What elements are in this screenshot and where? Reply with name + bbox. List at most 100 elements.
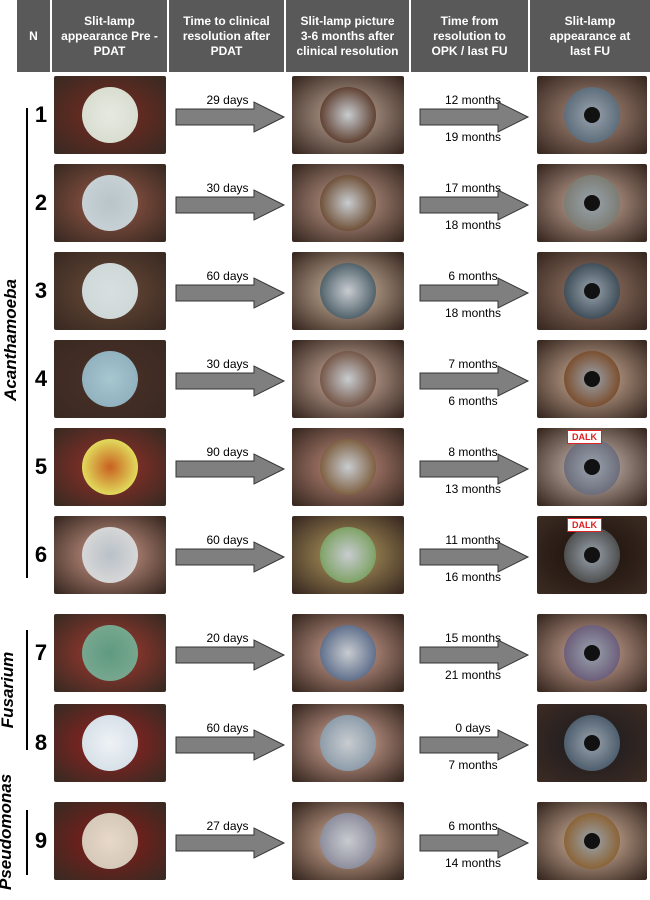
- case-number: 3: [34, 278, 48, 303]
- resolution-arrow: [175, 827, 286, 859]
- time-to-opk: 11 months: [445, 533, 501, 547]
- pupil-shape: [584, 833, 600, 849]
- eye-photo-post-resolution: [292, 704, 404, 782]
- days-to-resolution: 27 days: [206, 819, 249, 833]
- eye-photo-post-resolution: [292, 802, 404, 880]
- pupil-shape: [584, 645, 600, 661]
- pseudomonas-bracket: [26, 810, 28, 875]
- cornea-shape: [320, 263, 376, 319]
- days-to-resolution: 60 days: [206, 533, 249, 547]
- resolution-arrow: [175, 277, 286, 309]
- eye-photo-post-resolution: [292, 614, 404, 692]
- last-fu-time: 16 months: [444, 570, 502, 584]
- cornea-shape: [82, 439, 138, 495]
- eye-photo-last-fu: [537, 614, 647, 692]
- last-fu-time: 7 months: [448, 758, 498, 772]
- pupil-shape: [584, 735, 600, 751]
- eye-photo-last-fu: DALK: [537, 428, 647, 506]
- eye-photo-post-resolution: [292, 252, 404, 330]
- days-to-resolution: 29 days: [206, 93, 249, 107]
- cornea-shape: [320, 813, 376, 869]
- days-to-resolution: 20 days: [206, 631, 249, 645]
- resolution-arrow: [175, 453, 286, 485]
- eye-photo-pre-pdat: [54, 516, 166, 594]
- resolution-arrow: [175, 189, 286, 221]
- eye-photo-pre-pdat: [54, 428, 166, 506]
- opk-arrow: [419, 453, 530, 485]
- last-fu-time: 18 months: [444, 306, 502, 320]
- pupil-shape: [584, 283, 600, 299]
- header-pre-pdat: Slit-lamp appearance Pre - PDAT: [52, 0, 167, 72]
- eye-photo-pre-pdat: [54, 704, 166, 782]
- time-to-opk: 6 months: [448, 819, 498, 833]
- opk-arrow: [419, 541, 530, 573]
- cornea-shape: [82, 351, 138, 407]
- case-number: 1: [34, 102, 48, 127]
- eye-photo-last-fu: [537, 802, 647, 880]
- case-number: 6: [34, 542, 48, 567]
- header-time-to-opk: Time from resolution to OPK / last FU: [411, 0, 528, 72]
- dalk-badge: DALK: [567, 430, 602, 444]
- header-last-fu: Slit-lamp appearance at last FU: [530, 0, 650, 72]
- header-post-resolution: Slit-lamp picture 3-6 months after clini…: [286, 0, 409, 72]
- eye-photo-post-resolution: [292, 516, 404, 594]
- time-to-opk: 12 months: [444, 93, 502, 107]
- last-fu-time: 6 months: [448, 394, 498, 408]
- eye-photo-post-resolution: [292, 164, 404, 242]
- eye-photo-post-resolution: [292, 76, 404, 154]
- eye-photo-pre-pdat: [54, 164, 166, 242]
- resolution-arrow: [175, 541, 286, 573]
- cornea-shape: [82, 813, 138, 869]
- case-row: 3 60 days 6 months 18 months: [0, 250, 650, 340]
- eye-photo-last-fu: [537, 76, 647, 154]
- cornea-shape: [320, 527, 376, 583]
- cornea-shape: [320, 439, 376, 495]
- eye-photo-pre-pdat: [54, 802, 166, 880]
- resolution-arrow: [175, 729, 286, 761]
- cornea-shape: [320, 715, 376, 771]
- case-number: 7: [34, 640, 48, 665]
- pupil-shape: [584, 371, 600, 387]
- eye-photo-pre-pdat: [54, 76, 166, 154]
- eye-photo-pre-pdat: [54, 252, 166, 330]
- opk-arrow: [419, 101, 530, 133]
- dalk-badge: DALK: [567, 518, 602, 532]
- last-fu-time: 14 months: [444, 856, 502, 870]
- opk-arrow: [419, 189, 530, 221]
- case-number: 8: [34, 730, 48, 755]
- pupil-shape: [584, 107, 600, 123]
- cornea-shape: [320, 351, 376, 407]
- time-to-opk: 15 months: [444, 631, 502, 645]
- days-to-resolution: 30 days: [206, 357, 249, 371]
- header-time-to-resolution: Time to clinical resolution after PDAT: [169, 0, 284, 72]
- last-fu-time: 21 months: [444, 668, 502, 682]
- eye-photo-last-fu: DALK: [537, 516, 647, 594]
- eye-photo-last-fu: [537, 704, 647, 782]
- cornea-shape: [82, 625, 138, 681]
- cornea-shape: [82, 263, 138, 319]
- days-to-resolution: 90 days: [206, 445, 249, 459]
- opk-arrow: [419, 729, 530, 761]
- cornea-shape: [82, 87, 138, 143]
- eye-photo-last-fu: [537, 252, 647, 330]
- pupil-shape: [584, 195, 600, 211]
- resolution-arrow: [175, 365, 286, 397]
- opk-arrow: [419, 827, 530, 859]
- resolution-arrow: [175, 639, 286, 671]
- case-row: 6 60 days 11 months 16 months DALK: [0, 514, 650, 604]
- eye-photo-post-resolution: [292, 340, 404, 418]
- opk-arrow: [419, 365, 530, 397]
- days-to-resolution: 30 days: [206, 181, 249, 195]
- time-to-opk: 7 months: [448, 357, 498, 371]
- days-to-resolution: 60 days: [206, 269, 249, 283]
- time-to-opk: 6 months: [448, 269, 498, 283]
- time-to-opk: 0 days: [455, 721, 491, 735]
- cornea-shape: [320, 625, 376, 681]
- days-to-resolution: 60 days: [206, 721, 249, 735]
- eye-photo-post-resolution: [292, 428, 404, 506]
- header-n: N: [17, 0, 50, 72]
- case-number: 5: [34, 454, 48, 479]
